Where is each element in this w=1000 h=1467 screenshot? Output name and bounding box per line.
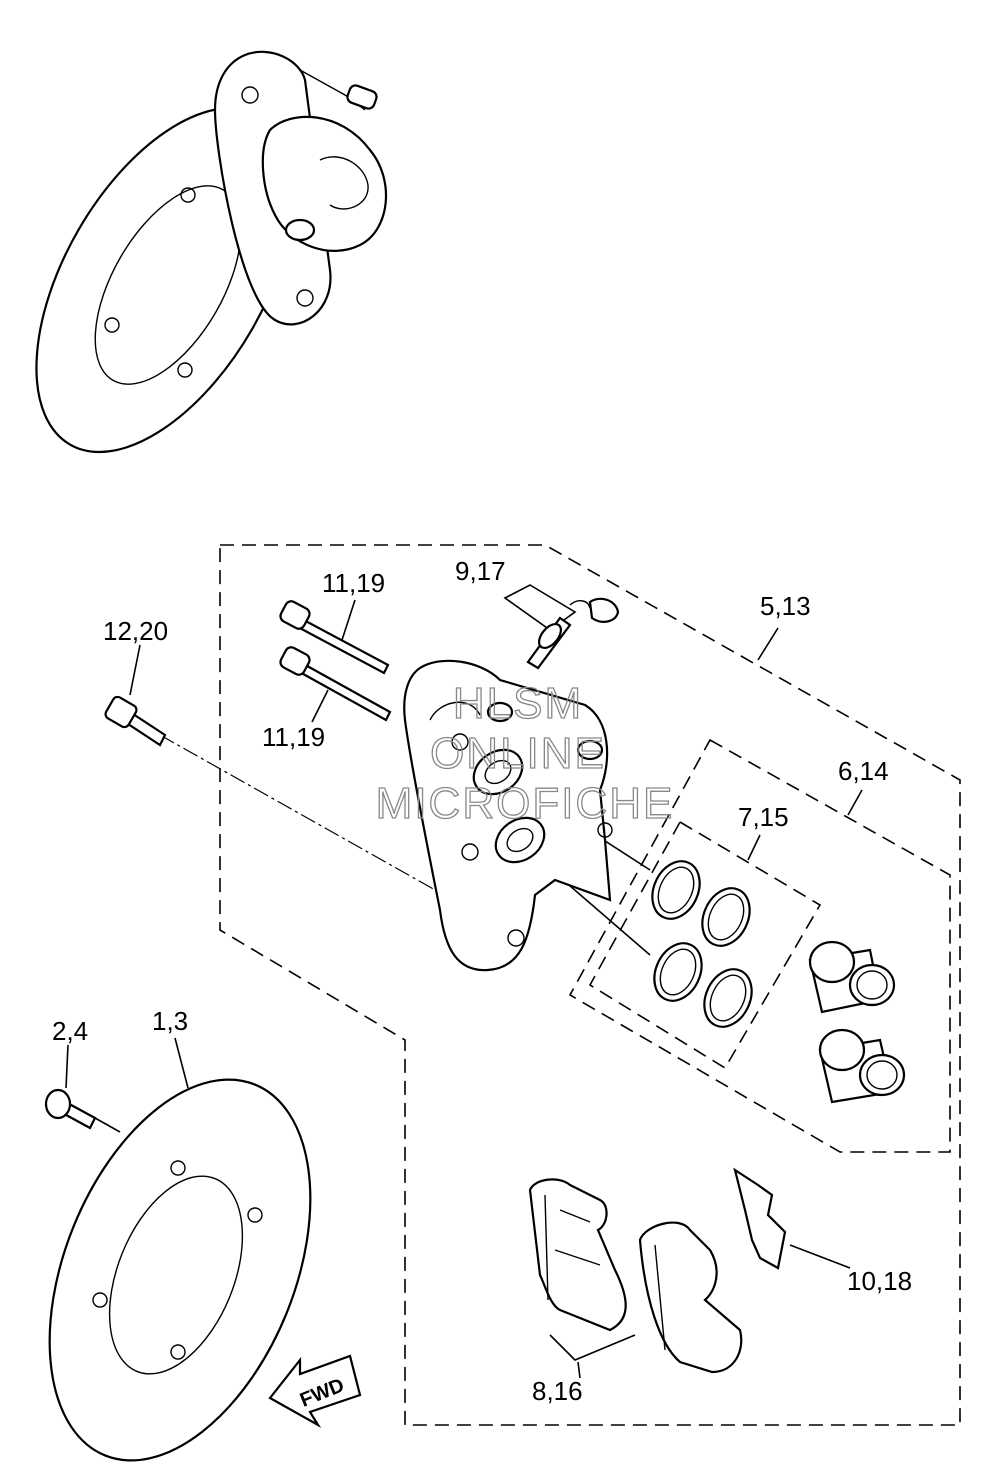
watermark-line-1: HLSM <box>453 679 583 728</box>
overview-disc-hole <box>180 187 196 203</box>
overview-caliper-body <box>261 115 388 252</box>
watermark-line-2: ONLINE <box>430 729 606 778</box>
leader-pad-spring <box>789 1244 851 1269</box>
guide-pin-upper <box>279 600 390 675</box>
guide-pin-lower <box>279 646 392 722</box>
part-labels: 11,19 11,19 9,17 12,20 5,13 6,14 7,15 2,… <box>52 556 912 1406</box>
label-bleed-screw: 9,17 <box>455 556 506 586</box>
overview-piston-bore <box>319 156 369 210</box>
overview-bracket-hole <box>241 86 259 104</box>
piston-kit-boundary <box>568 738 951 1153</box>
assembly-overview <box>35 50 388 454</box>
overview-bleeder <box>346 84 378 110</box>
leader-pin-lower <box>311 689 329 723</box>
label-pad-kit: 8,16 <box>532 1376 583 1406</box>
leader-piston-kit <box>847 789 863 816</box>
watermark: HLSM ONLINE MICROFICHE <box>375 678 675 828</box>
pistons <box>808 940 906 1104</box>
label-piston-kit: 6,14 <box>838 756 889 786</box>
seal-rings <box>651 860 753 1028</box>
label-pin-upper: 11,19 <box>322 568 385 598</box>
pad-spring <box>733 1167 787 1270</box>
label-seal-kit: 7,15 <box>738 802 789 832</box>
label-pin-lower: 11,19 <box>262 722 325 752</box>
caliper-assy-boundary <box>219 544 961 1426</box>
leader-pad-kit <box>549 1334 636 1361</box>
overview-pin-head <box>284 218 316 242</box>
brake-pads <box>528 1178 743 1374</box>
seal-kit-boundary <box>588 820 822 1070</box>
leader-caliper-assy <box>757 627 779 661</box>
label-caliper-assy: 5,13 <box>760 591 811 621</box>
leader-disc <box>174 1037 189 1089</box>
leader-bleed-bracket <box>503 584 577 631</box>
disc-bolt-axis <box>94 1117 121 1133</box>
leader-seal-kit <box>747 834 761 861</box>
leader-pin-upper <box>341 599 356 641</box>
label-pad-spring: 10,18 <box>847 1266 912 1296</box>
disc-bolt <box>44 1088 97 1130</box>
caliper-body <box>403 659 613 972</box>
pin-bore-upper <box>486 701 514 723</box>
forward-arrow: FWD <box>268 1354 362 1429</box>
mount-bolt <box>104 695 167 747</box>
pin-bore-lower <box>576 739 604 761</box>
leader-mount-bolt <box>129 644 141 696</box>
leader-disc-bolt <box>65 1044 69 1089</box>
bleed-screw <box>526 597 620 670</box>
overview-disc-hole <box>104 317 120 333</box>
label-brake-disc: 1,3 <box>152 1006 188 1036</box>
overview-disc-hole <box>177 362 193 378</box>
overview-bracket-hole <box>296 289 314 307</box>
leader-pad-kit-stem <box>577 1361 581 1379</box>
watermark-line-3: MICROFICHE <box>376 779 675 828</box>
overview-disc-inner <box>94 185 242 385</box>
brake-disc <box>48 1078 312 1462</box>
label-mount-bolt: 12,20 <box>103 616 168 646</box>
label-disc-bolt: 2,4 <box>52 1016 88 1046</box>
